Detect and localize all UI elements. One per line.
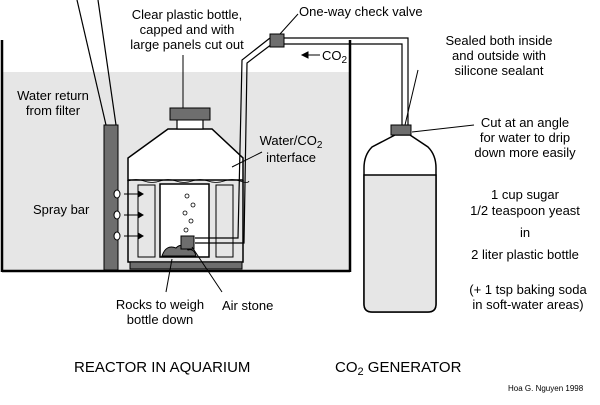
recipe-label: 1 cup sugar 1/2 teaspoon yeast in 2 lite… — [455, 187, 595, 263]
spray-hole — [113, 231, 121, 241]
generator-caption-rest: GENERATOR — [363, 359, 462, 376]
cut-angle-line: down more easily — [474, 145, 576, 160]
rocks-label: Rocks to weigh bottle down — [100, 297, 220, 327]
interface-label: Water/CO2 interface — [246, 133, 336, 165]
co2-flow-text: CO — [322, 48, 342, 63]
reactor-bottle — [127, 107, 250, 270]
generator-bottle — [363, 124, 437, 313]
bottle-label-line: large panels cut out — [130, 37, 244, 52]
return-pipe-inner — [97, 0, 117, 126]
generator-caption: CO2 GENERATOR — [335, 359, 462, 378]
credit: Hoa G. Nguyen 1998 — [508, 384, 584, 393]
bottle-label: Clear plastic bottle, capped and with la… — [113, 7, 261, 52]
interface-label-line: interface — [266, 150, 316, 165]
baking-soda-label: (+ 1 tsp baking soda in soft-water areas… — [458, 282, 598, 312]
sealed-label-line: and outside with — [452, 48, 546, 63]
check-valve — [269, 33, 285, 48]
interface-text: Water/CO — [259, 133, 317, 148]
recipe-line: 2 liter plastic bottle — [471, 247, 579, 262]
sealed-label-line: silicone sealant — [454, 63, 544, 78]
recipe-line: 1/2 teaspoon yeast — [470, 203, 580, 218]
co2-flow-subscript: 2 — [341, 55, 348, 66]
check-valve-label: One-way check valve — [299, 4, 423, 19]
reactor-caption: REACTOR IN AQUARIUM — [74, 359, 251, 376]
sealed-label: Sealed both inside and outside with sili… — [432, 33, 566, 78]
water-return-label: Water return from filter — [8, 88, 98, 118]
co2-flow-arrow — [300, 51, 320, 59]
baking-soda-line: (+ 1 tsp baking soda — [469, 282, 587, 297]
generator-caption-subscript: 2 — [357, 366, 364, 378]
rocks-label-line: bottle down — [126, 312, 194, 327]
generator-caption-text: CO — [335, 359, 358, 376]
air-stone — [180, 235, 195, 250]
recipe-line: in — [519, 225, 531, 240]
water-return-line: Water return — [17, 88, 89, 103]
return-pipe-outer — [76, 0, 107, 126]
sealed-label-line: Sealed both inside — [445, 33, 553, 48]
air-stone-label: Air stone — [222, 298, 274, 313]
cut-angle-line: Cut at an angle — [480, 115, 570, 130]
spray-hole — [113, 210, 121, 220]
leader-lines — [165, 13, 475, 293]
rocks-label-line: Rocks to weigh — [115, 297, 205, 312]
spray-hole — [113, 189, 121, 199]
baking-soda-line: in soft-water areas) — [472, 297, 584, 312]
recipe-line: 1 cup sugar — [491, 187, 559, 202]
co2-tubing — [195, 37, 409, 244]
interface-label-line: Water/CO2 — [246, 133, 336, 151]
cut-angle-line: for water to drip — [479, 130, 571, 145]
spray-bar-label: Spray bar — [33, 202, 90, 217]
water-return-line: from filter — [25, 103, 81, 118]
bottle-label-line: capped and with — [139, 22, 235, 37]
bottle-label-line: Clear plastic bottle, — [131, 7, 243, 22]
cut-angle-label: Cut at an angle for water to drip down m… — [470, 115, 580, 160]
co2-flow-label: CO2 — [322, 48, 348, 66]
bubbles — [182, 193, 196, 233]
interface-subscript: 2 — [316, 140, 323, 151]
